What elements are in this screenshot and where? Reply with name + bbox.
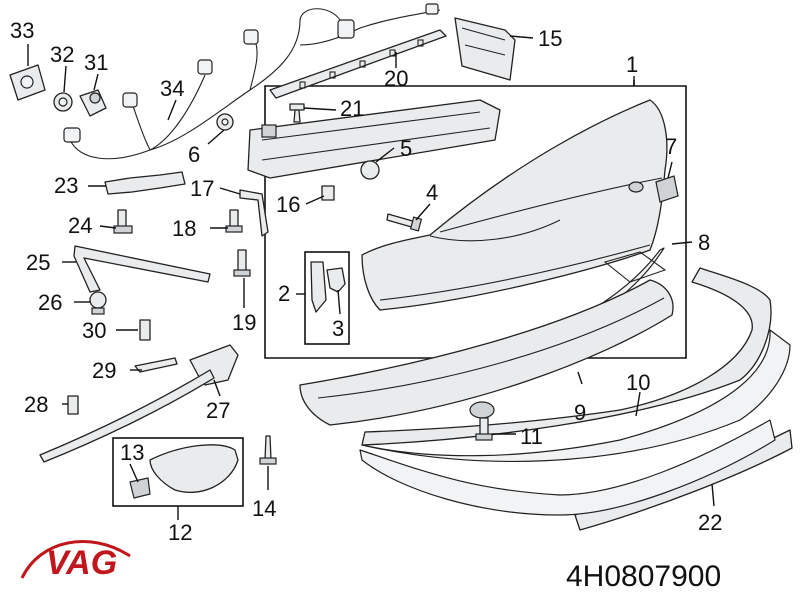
bracket-17 [239,189,269,237]
callout-31: 31 [84,50,108,75]
callout-6: 6 [188,142,200,167]
callout-9: 9 [574,400,586,425]
callout-28: 28 [24,392,48,417]
callout-4: 4 [426,180,438,205]
logo-text: VAG [46,544,117,582]
callout-1: 1 [626,52,638,77]
callout-13: 13 [120,440,144,465]
callout-27: 27 [206,398,230,423]
callout-17: 17 [190,176,214,201]
bracket-23 [104,171,186,195]
callout-15: 15 [538,26,562,51]
bumper-cover [361,99,668,311]
vag-logo: VAG [20,540,131,582]
callout-23: 23 [54,173,78,198]
lower-valance [299,279,674,426]
callout-32: 32 [50,42,74,67]
nut-5 [360,160,380,180]
bracket-box [304,251,350,345]
callout-14: 14 [252,496,276,521]
callout-10: 10 [626,370,650,395]
callout-19: 19 [232,310,256,335]
callout-20: 20 [384,66,408,91]
callout-7: 7 [665,134,677,159]
callout-11: 11 [520,424,543,449]
callout-33: 33 [10,18,34,43]
callout-12: 12 [168,520,192,545]
callout-labels: 1 2 3 4 5 6 7 8 9 10 11 12 13 14 15 16 1… [10,18,722,545]
reflector [149,444,239,494]
callout-16: 16 [276,192,300,217]
guide-rail [269,29,447,99]
callout-22: 22 [698,510,722,535]
callout-21: 21 [340,96,364,121]
callout-26: 26 [38,290,62,315]
callout-29: 29 [92,358,116,383]
callout-8: 8 [698,230,710,255]
lower-carrier [361,267,772,446]
guide-25 [73,245,211,293]
callout-24: 24 [68,213,92,238]
callout-30: 30 [82,318,106,343]
bumper-carrier [247,99,501,179]
callout-3: 3 [332,316,344,341]
part-number: 4H0807900 [566,560,721,593]
leader-lines [27,35,715,520]
callout-18: 18 [172,216,196,241]
callout-2: 2 [278,281,290,306]
impact-absorber [454,17,516,81]
callout-5: 5 [400,136,412,161]
wiring-harness [69,8,441,160]
callout-34: 34 [160,76,184,101]
callout-25: 25 [26,250,50,275]
